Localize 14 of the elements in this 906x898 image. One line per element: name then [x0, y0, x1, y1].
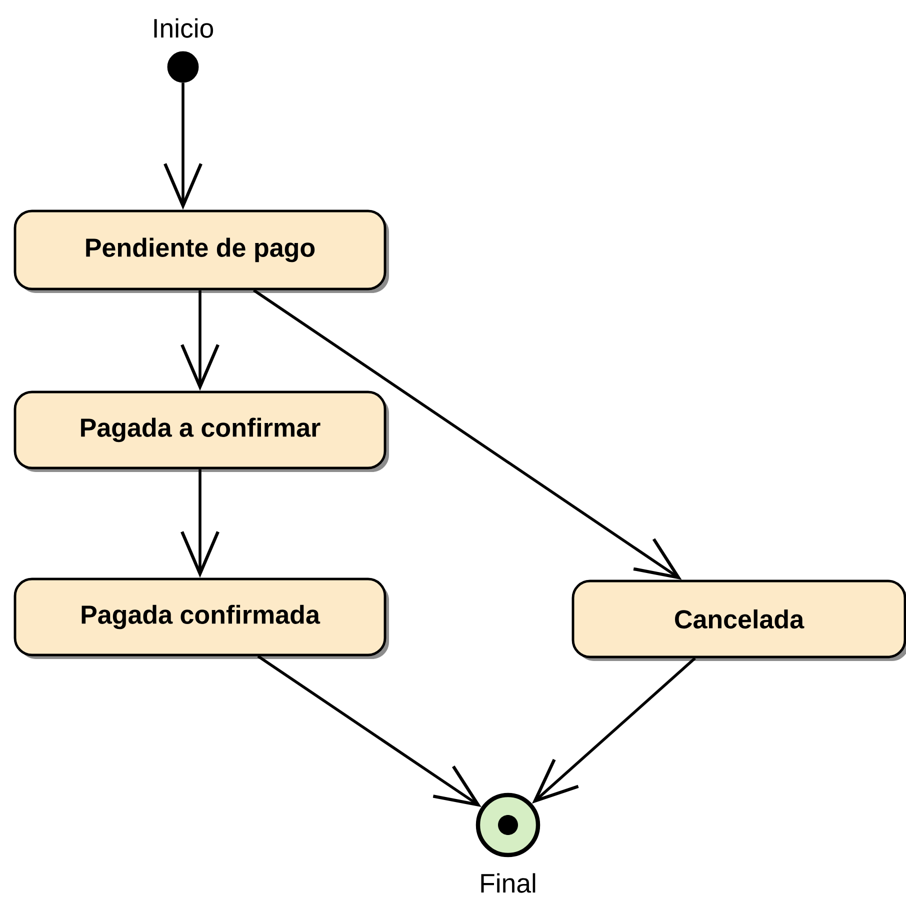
state-box: Pagada a confirmar — [14, 390, 389, 472]
state-label: Inicio — [154, 18, 214, 38]
state-box: Cancelada — [572, 580, 906, 661]
transition-arrow — [180, 290, 220, 391]
transition-arrow — [257, 655, 482, 808]
transition-arrow — [180, 469, 220, 578]
transition-arrow — [532, 657, 696, 804]
initial-state-dot — [167, 51, 199, 83]
transition-arrow — [164, 82, 202, 210]
state-label: Final — [481, 873, 536, 893]
state-box: Pendiente de pago — [14, 210, 389, 293]
transition-arrow — [252, 289, 682, 580]
state-box: Pagada confirmada — [14, 578, 389, 659]
final-state-circle — [476, 792, 540, 858]
